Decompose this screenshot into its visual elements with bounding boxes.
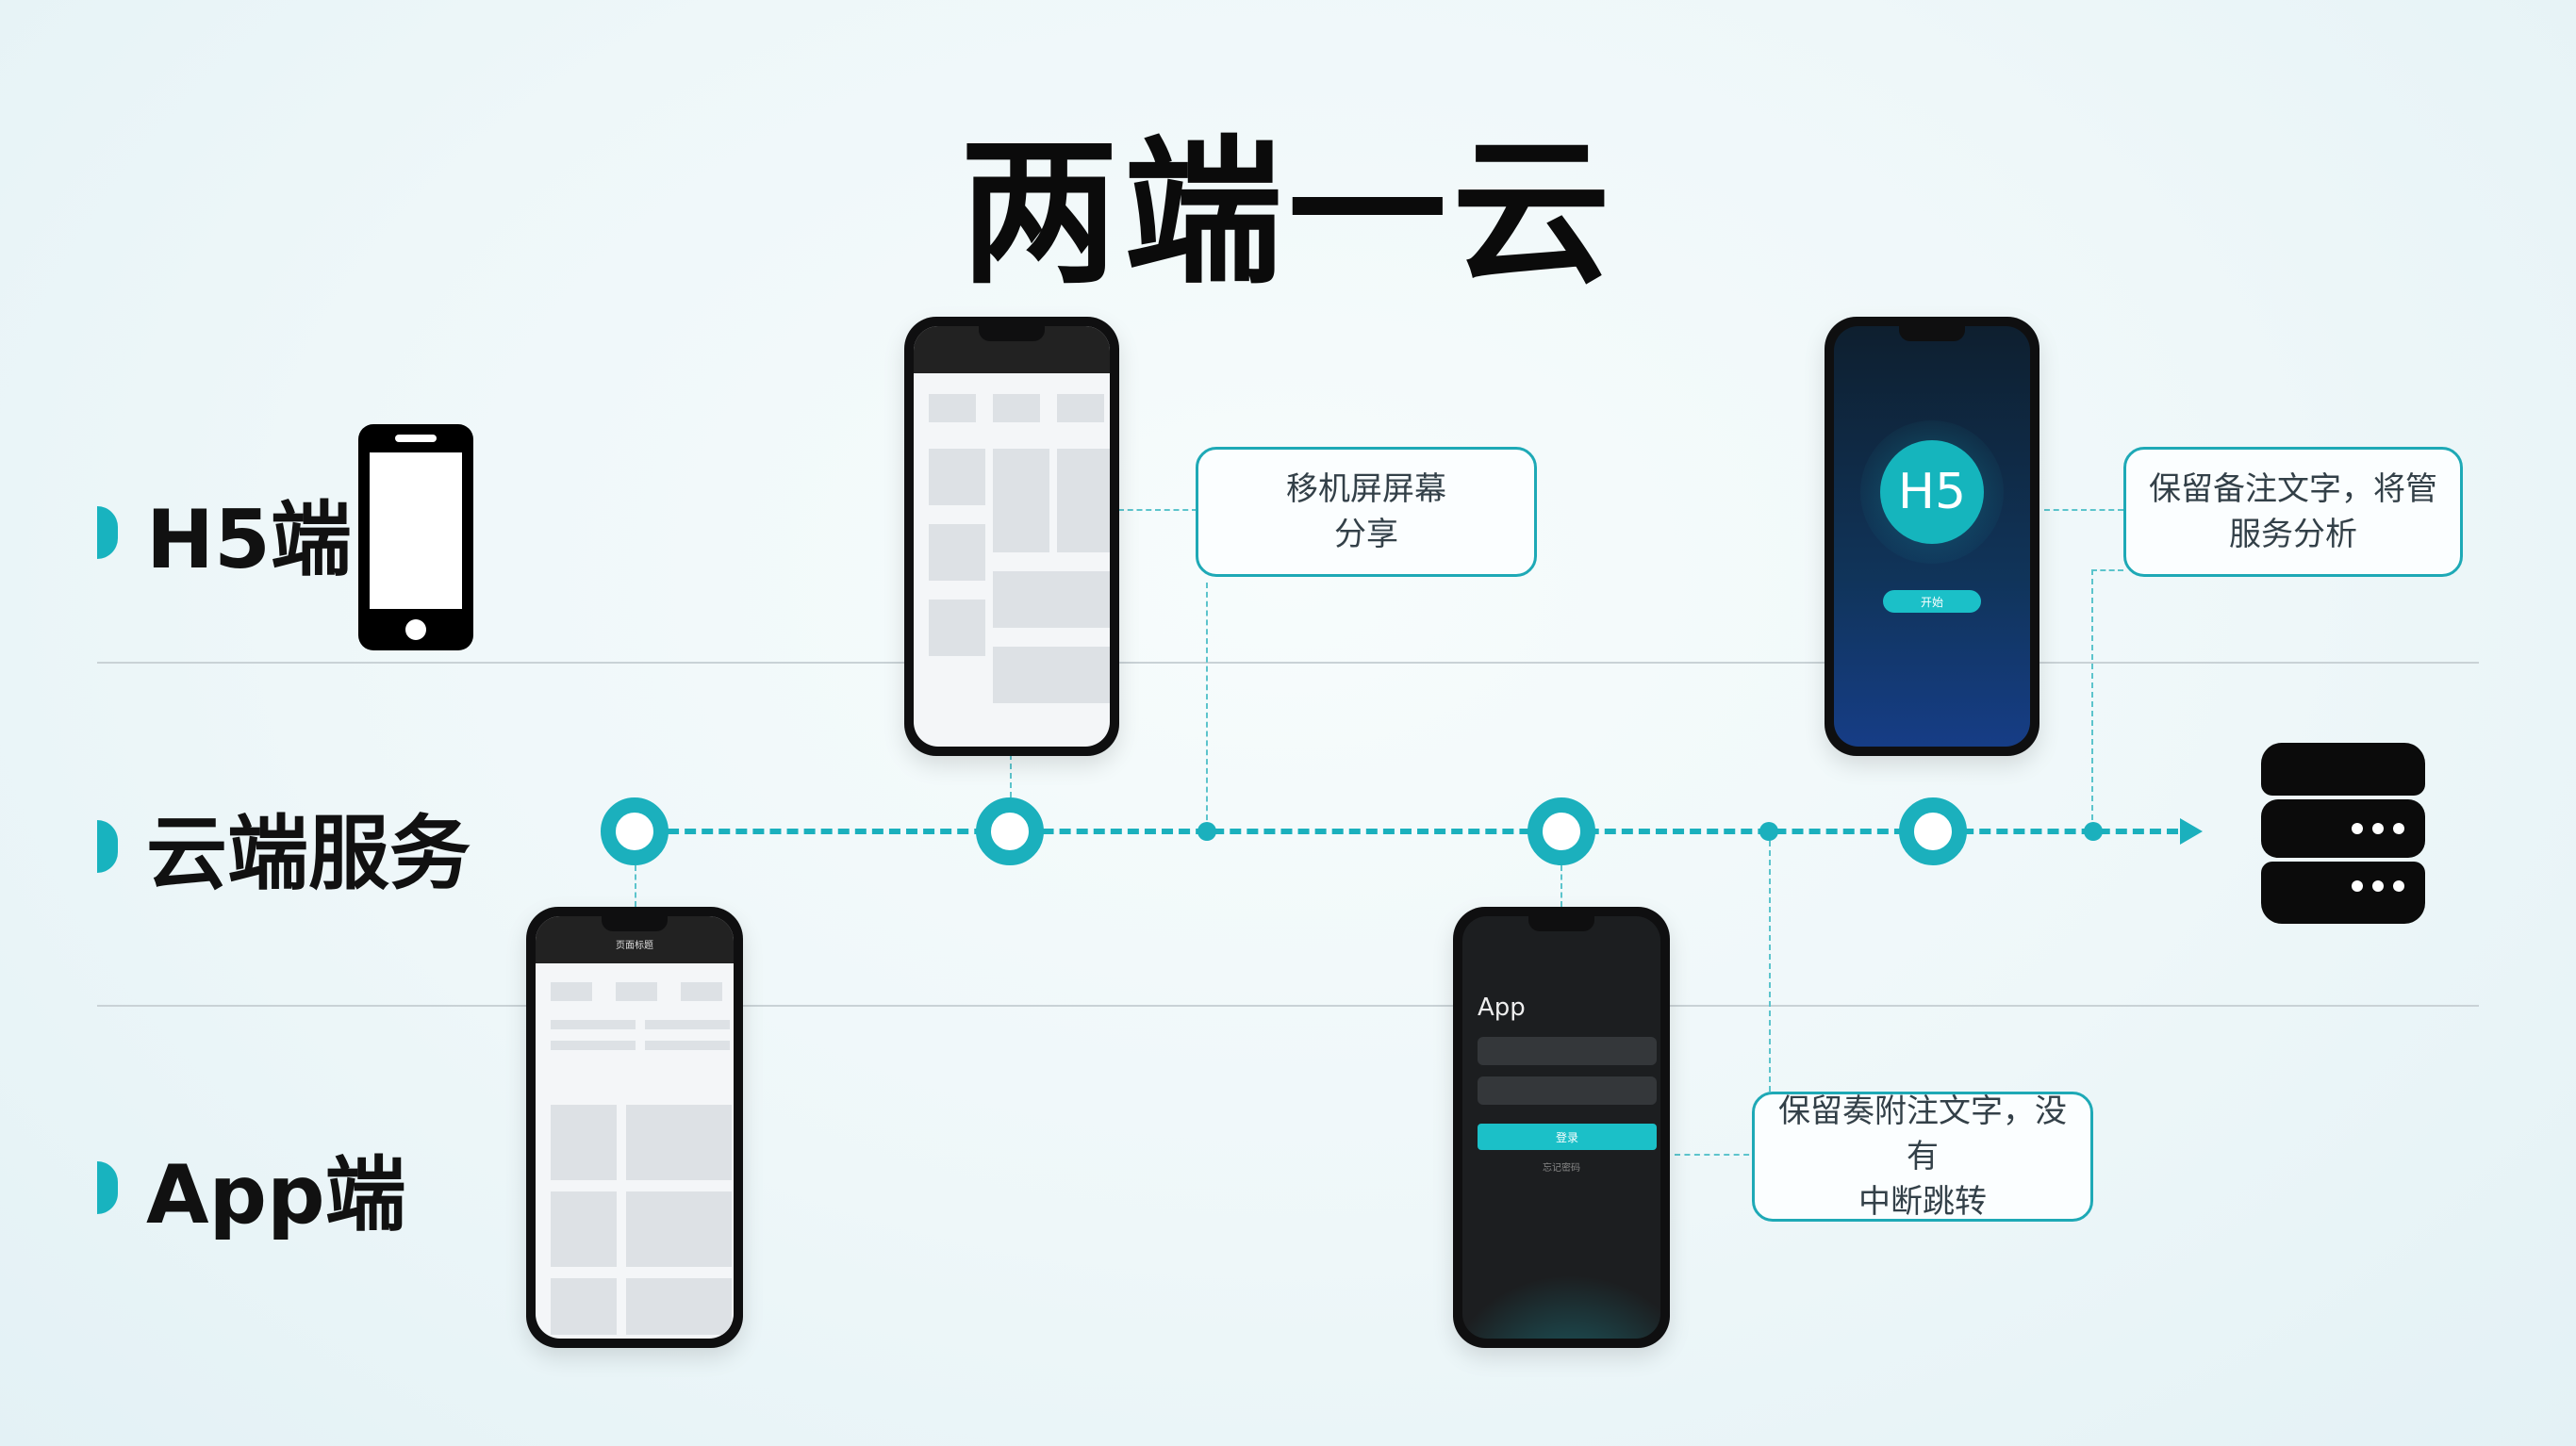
callout-annotation: 保留奏附注文字，没有 中断跳转 <box>1752 1092 2093 1222</box>
row-label-app-text: App端 <box>146 1148 406 1242</box>
server-unit <box>2261 862 2425 924</box>
row-marker-icon <box>97 505 118 559</box>
callout-remark: 保留备注文字，将管 服务分析 <box>2123 447 2463 577</box>
row-separator-top <box>97 662 2479 664</box>
arrow-right-icon <box>2180 818 2203 845</box>
h5-logo: H5 <box>1880 440 1984 544</box>
app-header-title: 页面标题 <box>616 941 653 951</box>
phone-app-list: 页面标题 <box>526 907 743 1348</box>
timeline-node-app <box>1527 797 1595 865</box>
glow-decoration <box>1462 1274 1660 1339</box>
row-marker-icon <box>97 819 118 873</box>
server-unit <box>2261 799 2425 858</box>
home-button-icon <box>405 619 426 640</box>
row-label-app: App端 <box>97 1128 406 1246</box>
row-label-h5-text: H5端 <box>146 493 352 587</box>
connector-line <box>1769 831 1771 1158</box>
timeline-dot <box>2084 822 2103 841</box>
login-button[interactable]: 登录 <box>1478 1124 1657 1150</box>
connector-line <box>635 865 636 907</box>
timeline-node-h5-remark <box>1899 797 1967 865</box>
smartphone-icon <box>358 424 473 650</box>
row-label-cloud: 云端服务 <box>97 787 471 905</box>
connector-line <box>1118 509 1197 511</box>
timeline-dot <box>1759 822 1778 841</box>
timeline-node-start <box>601 797 669 865</box>
row-separator-bottom <box>97 1005 2479 1007</box>
speaker-icon <box>395 435 437 442</box>
timeline-dot <box>1197 822 1216 841</box>
server-unit <box>2261 743 2425 796</box>
connector-line <box>2091 569 2093 830</box>
password-input[interactable] <box>1478 1076 1657 1105</box>
phone-app-login: App 登录 忘记密码 <box>1453 907 1670 1348</box>
server-icon <box>2261 743 2425 924</box>
row-marker-icon <box>97 1160 118 1214</box>
row-label-cloud-text: 云端服务 <box>146 807 471 901</box>
forgot-password-link[interactable]: 忘记密码 <box>1543 1163 1580 1174</box>
app-title: App <box>1478 994 1526 1022</box>
callout-share: 移机屏屏幕 分享 <box>1196 447 1537 577</box>
page-title: 两端一云 <box>960 121 1616 305</box>
connector-line <box>2091 569 2123 571</box>
connector-line <box>2044 509 2123 511</box>
row-label-h5: H5端 <box>97 473 352 591</box>
phone-h5-share <box>904 317 1119 756</box>
phone-h5-remark: H5 开始 <box>1825 317 2039 756</box>
connector-line <box>1010 754 1012 797</box>
start-button[interactable]: 开始 <box>1883 590 1981 613</box>
connector-line <box>1675 1154 1769 1156</box>
connector-line <box>1560 865 1562 907</box>
timeline-node-h5-share <box>976 797 1044 865</box>
username-input[interactable] <box>1478 1037 1657 1065</box>
connector-line <box>1206 583 1208 830</box>
cloud-timeline <box>651 829 2178 834</box>
